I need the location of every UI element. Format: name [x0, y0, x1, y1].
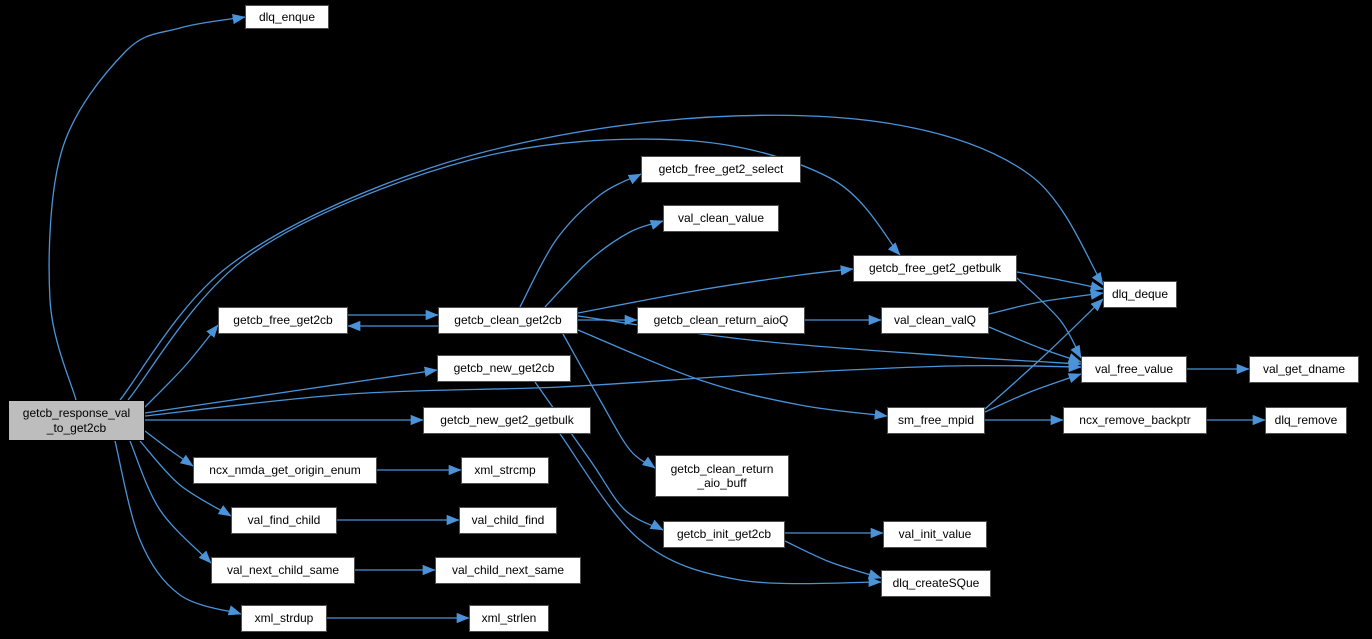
edge-main-to-val_free_value — [144, 361, 1082, 417]
edge-main-to-dlq_deque — [119, 114, 1104, 401]
node-dlq_remove[interactable]: dlq_remove — [1265, 407, 1347, 434]
node-val_clean_value[interactable]: val_clean_value — [663, 205, 779, 232]
node-getcb_free_get2_getbulk[interactable]: getcb_free_get2_getbulk — [853, 255, 1017, 282]
edge-main-to-val_find_child — [139, 440, 232, 517]
edge-getcb_free_get2_getbulk-to-val_free_value — [1016, 277, 1082, 359]
edge-getcb_init_get2cb-to-dlq_createSQue — [784, 540, 882, 580]
node-val_free_value[interactable]: val_free_value — [1081, 356, 1187, 383]
edge-main-to-dlq_enque — [48, 13, 246, 401]
edge-getcb_clean_get2cb-to-val_clean_value — [544, 219, 664, 308]
edge-sm_free_mpid-to-val_free_value — [984, 373, 1082, 413]
node-val_init_value[interactable]: val_init_value — [883, 521, 987, 548]
edge-getcb_clean_get2cb-to-getcb_clean_return_aio_buff — [562, 333, 656, 469]
edge-main-to-xml_strdup — [114, 440, 242, 616]
edge-getcb_clean_get2cb-to-sm_free_mpid — [577, 329, 888, 420]
node-getcb_free_get2cb[interactable]: getcb_free_get2cb — [218, 307, 348, 334]
node-sm_free_mpid[interactable]: sm_free_mpid — [887, 407, 985, 434]
node-getcb_free_get2_select[interactable]: getcb_free_get2_select — [641, 156, 801, 183]
edge-main-to-getcb_new_get2cb — [144, 366, 438, 414]
node-getcb_new_get2cb[interactable]: getcb_new_get2cb — [437, 355, 571, 382]
edge-val_clean_valQ-to-dlq_deque — [988, 289, 1104, 315]
edge-getcb_clean_get2cb-to-getcb_free_get2_select — [519, 173, 642, 308]
node-getcb_clean_return_aioQ[interactable]: getcb_clean_return_aioQ — [637, 307, 805, 334]
node-val_clean_valQ[interactable]: val_clean_valQ — [881, 307, 989, 334]
node-xml_strdup[interactable]: xml_strdup — [241, 605, 327, 632]
edge-getcb_free_get2_getbulk-to-dlq_deque — [1016, 271, 1104, 292]
node-getcb_new_get2_getbulk[interactable]: getcb_new_get2_getbulk — [423, 407, 591, 434]
node-val_get_dname[interactable]: val_get_dname — [1249, 356, 1359, 383]
node-xml_strcmp[interactable]: xml_strcmp — [461, 457, 549, 484]
edge-getcb_clean_get2cb-to-getcb_free_get2_getbulk — [577, 265, 854, 314]
node-dlq_enque[interactable]: dlq_enque — [245, 5, 329, 29]
node-dlq_deque[interactable]: dlq_deque — [1103, 281, 1177, 308]
node-getcb_clean_get2cb[interactable]: getcb_clean_get2cb — [438, 307, 578, 334]
edge-val_clean_valQ-to-val_free_value — [988, 326, 1082, 363]
edge-sm_free_mpid-to-dlq_deque — [984, 298, 1104, 410]
node-dlq_createSQue[interactable]: dlq_createSQue — [881, 570, 991, 597]
edge-main-to-getcb_free_get2cb — [144, 324, 219, 408]
edge-main-to-getcb_free_get2_getbulk — [127, 138, 901, 401]
node-val_next_child_same[interactable]: val_next_child_same — [211, 557, 355, 584]
node-getcb_init_get2cb[interactable]: getcb_init_get2cb — [663, 521, 785, 548]
node-val_find_child[interactable]: val_find_child — [231, 507, 337, 534]
node-main: getcb_response_val _to_get2cb — [8, 400, 145, 441]
node-val_child_next_same[interactable]: val_child_next_same — [435, 557, 581, 584]
edge-main-to-ncx_nmda_get_origin_enum — [144, 430, 194, 467]
node-ncx_remove_backptr[interactable]: ncx_remove_backptr — [1063, 407, 1207, 434]
node-xml_strlen[interactable]: xml_strlen — [469, 605, 549, 632]
node-val_child_find[interactable]: val_child_find — [459, 507, 557, 534]
edge-main-to-val_next_child_same — [129, 440, 212, 564]
node-getcb_clean_return_aio_buff[interactable]: getcb_clean_return _aio_buff — [655, 455, 789, 497]
node-ncx_nmda_get_origin_enum[interactable]: ncx_nmda_get_origin_enum — [193, 457, 377, 484]
edge-getcb_new_get2_getbulk-to-dlq_createSQue — [559, 433, 882, 588]
